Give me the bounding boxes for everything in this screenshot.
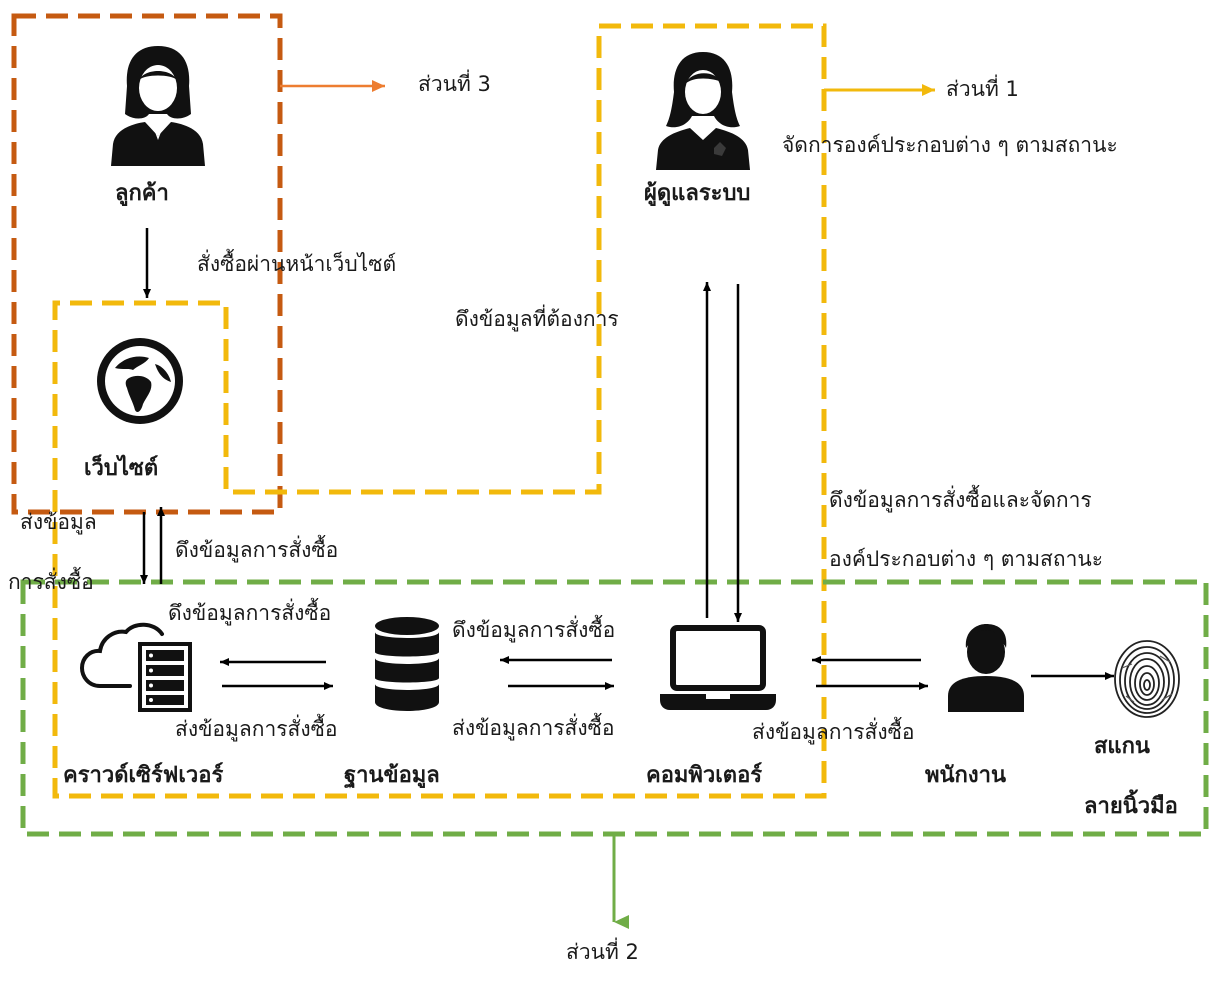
cloud-server-icon (79, 622, 192, 712)
send-order-db-label: ส่งข้อมูลการสั่งซื้อ (452, 716, 615, 740)
customer-icon (111, 46, 205, 166)
laptop-icon (660, 625, 776, 710)
admin-manage-label: จัดการองค์ประกอบต่าง ๆ ตามสถานะ (782, 133, 1118, 157)
part1-boundary (52, 23, 827, 799)
fetch-manage-line2: องค์ประกอบต่าง ๆ ตามสถานะ (829, 547, 1104, 571)
database-icon (375, 617, 439, 711)
fetch-needed-label: ดึงข้อมูลที่ต้องการ (455, 307, 619, 331)
part1-label: ส่วนที่ 1 (946, 77, 1019, 101)
part3-label: ส่วนที่ 3 (418, 72, 491, 96)
employee-label: พนักงาน (925, 763, 1006, 788)
scan-label-line2: ลายนิ้วมือ (1084, 794, 1178, 819)
database-label: ฐานข้อมูล (344, 763, 440, 788)
part3-boundary (11, 13, 283, 515)
send-order-cloud-label: ส่งข้อมูลการสั่งซื้อ (175, 717, 338, 741)
website-label: เว็บไซต์ (84, 456, 159, 481)
send-order-emp-label: ส่งข้อมูลการสั่งซื้อ (752, 720, 915, 744)
send-order-line2: การสั่งซื้อ (8, 570, 94, 594)
order-via-web-label: สั่งซื้อผ่านหน้าเว็บไซต์ (197, 252, 397, 276)
fetch-manage-line1: ดึงข้อมูลการสั่งซื้อและจัดการ (829, 488, 1092, 512)
fetch-order-db-label: ดึงข้อมูลการสั่งซื้อ (452, 618, 616, 642)
globe-icon (97, 338, 183, 424)
fingerprint-icon (1114, 640, 1180, 718)
scan-label-line1: สแกน (1094, 734, 1150, 759)
admin-label: ผู้ดูแลระบบ (644, 181, 751, 206)
admin-icon (656, 52, 750, 170)
computer-label: คอมพิวเตอร์ (646, 763, 763, 788)
cloud-label: คราวด์เซิร์ฟเวอร์ (63, 763, 224, 788)
part2-label: ส่วนที่ 2 (566, 940, 639, 964)
fetch-order-cloud-label: ดึงข้อมูลการสั่งซื้อ (168, 601, 332, 625)
send-order-line1: ส่งข้อมูล (20, 510, 97, 534)
fetch-order-web-label: ดึงข้อมูลการสั่งซื้อ (175, 538, 339, 562)
employee-icon (948, 624, 1024, 712)
customer-label: ลูกค้า (115, 181, 169, 206)
